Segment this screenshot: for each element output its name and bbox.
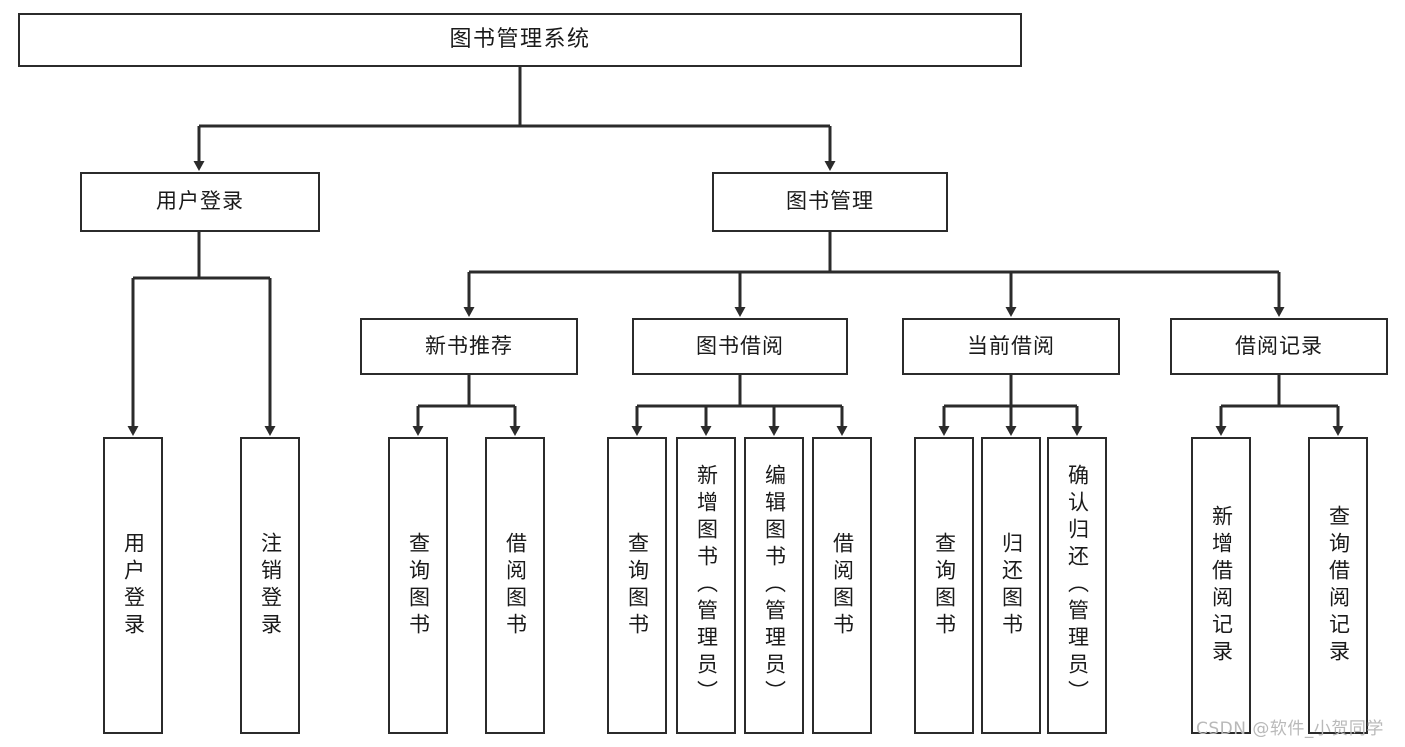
node-label: 借阅图书 — [830, 531, 855, 640]
leaf-add-borrow-record[interactable]: 新增借阅记录 — [1191, 437, 1251, 734]
node-label: 归还图书 — [999, 531, 1024, 640]
node-new-book-recommend[interactable]: 新书推荐 — [360, 318, 578, 375]
node-current-borrow[interactable]: 当前借阅 — [902, 318, 1120, 375]
node-label: 图书借阅 — [696, 333, 784, 358]
leaf-query-borrow-record[interactable]: 查询借阅记录 — [1308, 437, 1368, 734]
node-root-system[interactable]: 图书管理系统 — [18, 13, 1022, 67]
leaf-user-login[interactable]: 用户登录 — [103, 437, 163, 734]
node-label: 查询图书 — [406, 531, 431, 640]
leaf-query-book-recommend[interactable]: 查询图书 — [388, 437, 448, 734]
node-label: 查询图书 — [625, 531, 650, 640]
node-label: 借阅记录 — [1235, 333, 1323, 358]
node-user-login[interactable]: 用户登录 — [80, 172, 320, 232]
node-label: 确认归还（管理员） — [1065, 464, 1090, 707]
node-label: 当前借阅 — [967, 333, 1055, 358]
leaf-add-book-admin[interactable]: 新增图书（管理员） — [676, 437, 736, 734]
node-book-management[interactable]: 图书管理 — [712, 172, 948, 232]
leaf-user-logout[interactable]: 注销登录 — [240, 437, 300, 734]
watermark-csdn: CSDN @软件_小贺同学 — [1196, 719, 1384, 739]
leaf-borrow-book-recommend[interactable]: 借阅图书 — [485, 437, 545, 734]
leaf-confirm-return-admin[interactable]: 确认归还（管理员） — [1047, 437, 1107, 734]
node-borrow-record[interactable]: 借阅记录 — [1170, 318, 1388, 375]
leaf-query-book-borrow[interactable]: 查询图书 — [607, 437, 667, 734]
leaf-borrow-book[interactable]: 借阅图书 — [812, 437, 872, 734]
node-label: 查询借阅记录 — [1326, 504, 1351, 667]
node-label: 用户登录 — [121, 531, 146, 640]
node-label: 用户登录 — [156, 189, 244, 214]
node-label: 编辑图书（管理员） — [762, 464, 787, 707]
node-label: 图书管理系统 — [449, 26, 591, 52]
node-label: 新增图书（管理员） — [694, 464, 719, 707]
node-book-borrow[interactable]: 图书借阅 — [632, 318, 848, 375]
node-label: 图书管理 — [786, 189, 874, 214]
node-label: 注销登录 — [258, 531, 283, 640]
node-label: 借阅图书 — [503, 531, 528, 640]
node-label: 新增借阅记录 — [1209, 504, 1234, 667]
node-label: 查询图书 — [932, 531, 957, 640]
leaf-return-book[interactable]: 归还图书 — [981, 437, 1041, 734]
leaf-edit-book-admin[interactable]: 编辑图书（管理员） — [744, 437, 804, 734]
node-label: 新书推荐 — [425, 333, 513, 358]
leaf-query-book-current[interactable]: 查询图书 — [914, 437, 974, 734]
